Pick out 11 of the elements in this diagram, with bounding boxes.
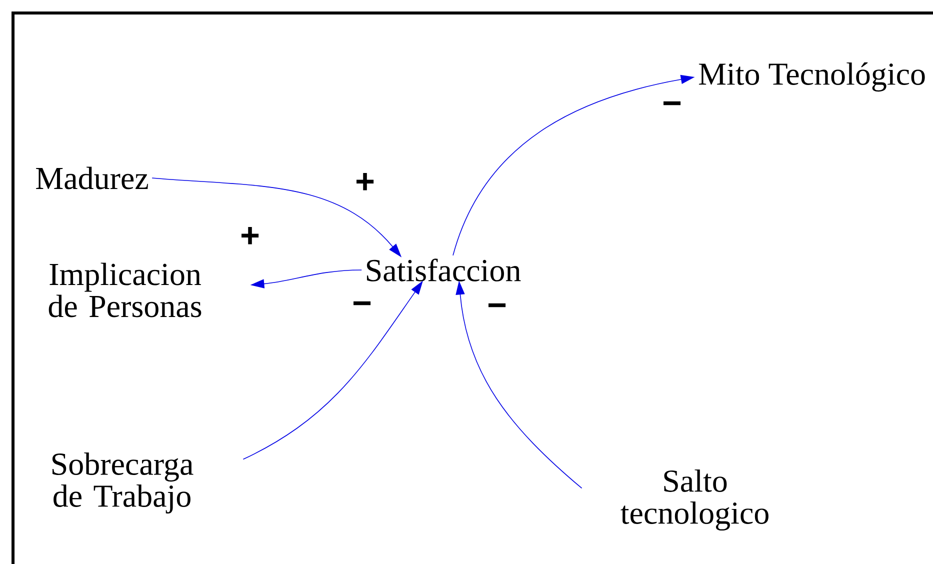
node-label: Madurez (36, 166, 148, 190)
polarity-sign: − (664, 101, 681, 106)
node-label: Salto tecnologico (620, 469, 768, 531)
polarity-sign: − (354, 301, 371, 306)
node-label: Implicacion de Personas (48, 262, 202, 318)
node-label: Satisfaccion (366, 258, 521, 282)
node-label: Sobrecarga de Trabajo (52, 452, 194, 514)
polarity-sign: + (356, 173, 374, 190)
polarity-sign: + (242, 227, 259, 244)
polarity-sign: − (488, 303, 506, 308)
node-label: Mito Tecnológico (698, 62, 925, 92)
